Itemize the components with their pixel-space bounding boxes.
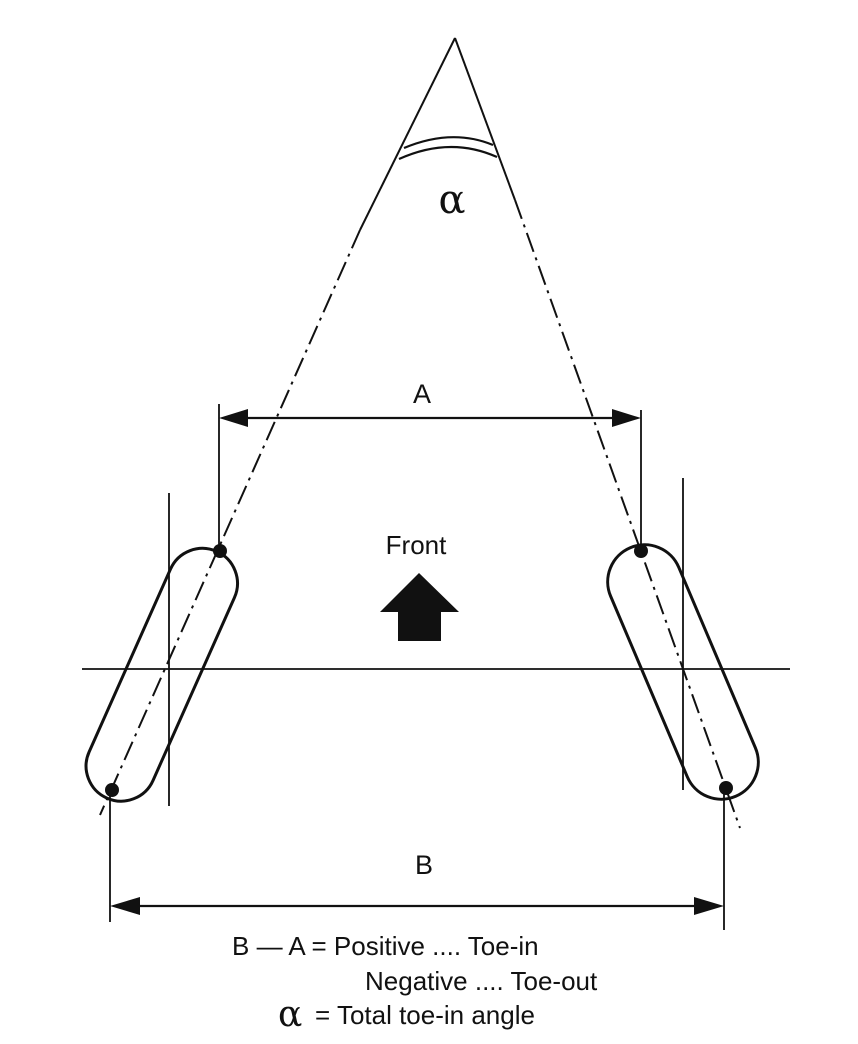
dimension-b-arrowhead-left (110, 897, 140, 915)
left-wheel-tire (84, 546, 239, 803)
left-wheel-rear-point (105, 783, 119, 797)
dimension-a-arrowhead-right (612, 409, 641, 427)
front-label: Front (386, 530, 447, 560)
right-wheel-tire (606, 543, 760, 801)
up-arrow-icon (380, 573, 459, 641)
alpha-angle-label: α (438, 177, 465, 223)
right-wheel-rear-point (719, 781, 733, 795)
dimension-b (110, 897, 724, 915)
dimension-a-arrowhead-left (219, 409, 248, 427)
left-wheel-front-point (213, 544, 227, 558)
dimension-a (219, 409, 641, 427)
dimension-a-label: A (413, 379, 431, 409)
legend-line-toe-out: Negative .... Toe-out (365, 966, 598, 996)
left-wheel (84, 493, 239, 922)
legend: B — A = Positive .... Toe-in Negative ..… (232, 931, 598, 1035)
legend-line-total-angle: = Total toe-in angle (315, 1000, 535, 1030)
right-wheel-front-point (634, 544, 648, 558)
convergence-line-right (454, 37, 741, 829)
angle-arc (398, 136, 498, 161)
right-wheel (606, 410, 760, 930)
dimension-b-label: B (415, 850, 433, 880)
legend-alpha-symbol: α (278, 994, 302, 1035)
legend-line-toe-in: B — A = Positive .... Toe-in (232, 931, 539, 961)
dimension-b-arrowhead-right (694, 897, 724, 915)
convergence-line-left (99, 37, 456, 816)
